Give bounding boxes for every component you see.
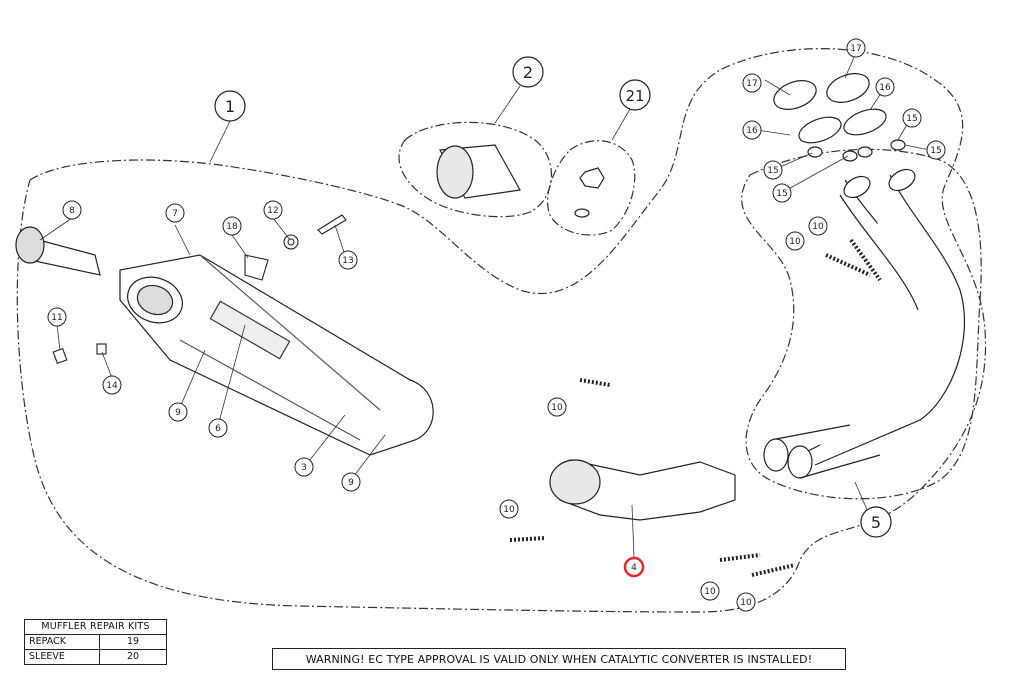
kits-table-title: MUFFLER REPAIR KITS (24, 619, 167, 635)
callout-9-upper: 9 (175, 408, 181, 418)
callout-3: 3 (301, 463, 307, 473)
callout-10-bottom-right: 10 (740, 598, 752, 608)
end-cap (15, 226, 101, 276)
kit-value-repack: 19 (99, 634, 167, 650)
group-5-boundary (741, 148, 982, 500)
callout-10-upper-left: 10 (789, 237, 801, 247)
callout-10-bottom-left: 10 (704, 587, 716, 597)
callout-6: 6 (215, 424, 221, 434)
muffler-repair-kits-table: MUFFLER REPAIR KITS REPACK 19 SLEEVE 20 (24, 619, 167, 665)
callout-12: 12 (267, 206, 278, 216)
callout-17-left: 17 (746, 79, 757, 89)
group-2-boundary (398, 121, 553, 218)
callout-17-right: 17 (850, 44, 861, 54)
callout-16-right: 16 (879, 83, 891, 93)
table-row: SLEEVE 20 (24, 649, 167, 665)
callout-15-left: 15 (767, 166, 778, 176)
callout-2: 2 (523, 63, 533, 82)
callout-8: 8 (69, 206, 75, 216)
callout-circles-small (47, 38, 946, 612)
link-pipe (436, 144, 521, 199)
header-pipes (763, 168, 966, 479)
callout-9-lower: 9 (348, 478, 354, 488)
callout-circles-large (214, 56, 892, 538)
callout-1: 1 (225, 97, 235, 116)
callout-5: 5 (871, 513, 881, 532)
ec-approval-warning: WARNING! EC TYPE APPROVAL IS VALID ONLY … (272, 648, 846, 670)
catalytic-pipe (549, 459, 736, 521)
leader-lines (39, 54, 931, 559)
callout-10-middle: 10 (551, 403, 563, 413)
bolt-21 (574, 167, 605, 218)
table-row: REPACK 19 (24, 634, 167, 650)
callout-10-left: 10 (503, 505, 515, 515)
callout-13: 13 (342, 256, 353, 266)
group-21-boundary (546, 140, 636, 236)
springs (509, 238, 882, 577)
callout-21: 21 (625, 87, 644, 105)
callout-11: 11 (51, 313, 62, 323)
kit-value-sleeve: 20 (99, 649, 167, 665)
callout-15-top: 15 (906, 114, 917, 124)
callout-15-lower: 15 (776, 189, 787, 199)
callout-7: 7 (172, 209, 178, 219)
small-hardware (52, 214, 347, 365)
group-1-boundary (16, 48, 987, 613)
callout-16-left: 16 (746, 126, 758, 136)
kit-label-repack: REPACK (24, 634, 100, 650)
callout-18: 18 (226, 222, 238, 232)
muffler (119, 254, 434, 456)
callout-4: 4 (631, 563, 637, 573)
callout-10-upper-right: 10 (812, 222, 824, 232)
callout-14: 14 (106, 381, 118, 391)
kit-label-sleeve: SLEEVE (24, 649, 100, 665)
callout-4-highlight (623, 556, 645, 578)
callout-15-right: 15 (930, 146, 941, 156)
flanges (773, 73, 906, 162)
